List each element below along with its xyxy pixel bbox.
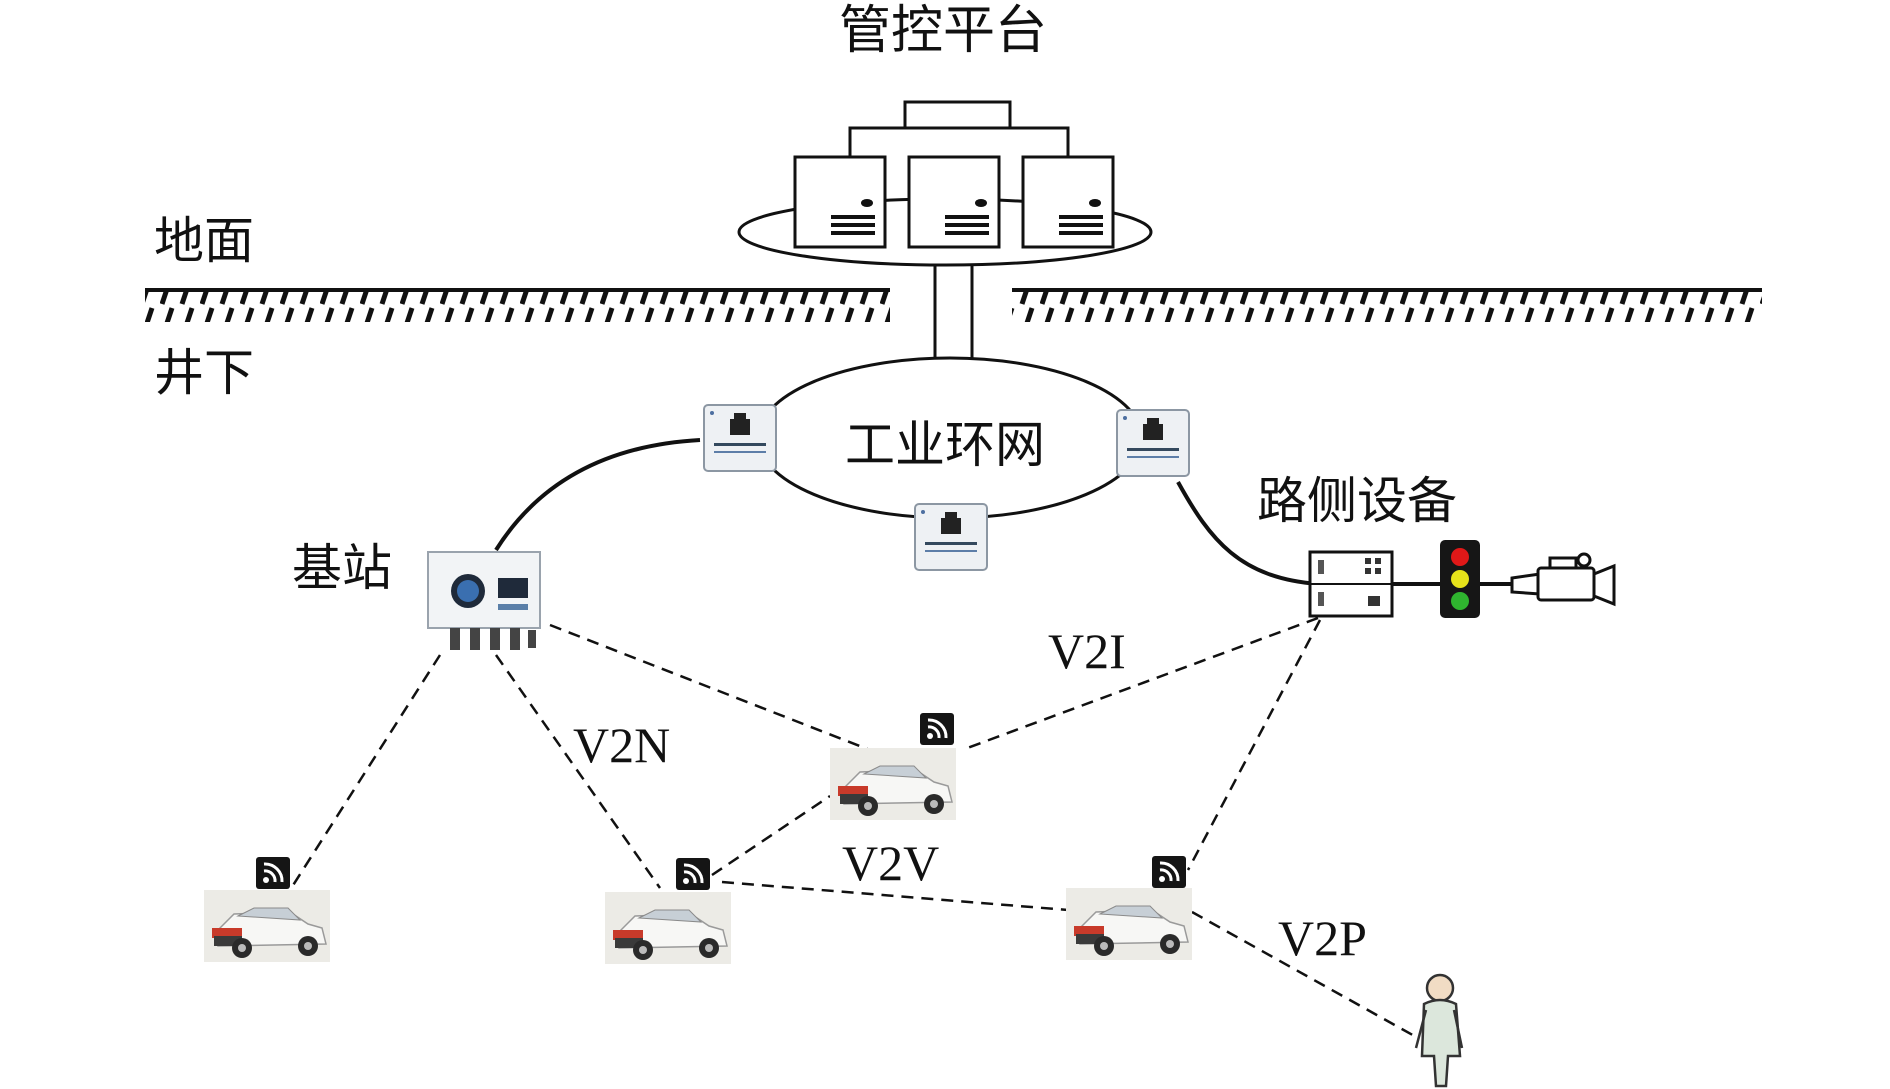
switch-icon [703, 404, 777, 472]
wifi-badge-icon [1150, 854, 1188, 890]
link-car2-car4 [721, 880, 1069, 912]
camera-icon [1510, 552, 1616, 607]
server-cluster [737, 100, 1153, 267]
car-icon [829, 747, 957, 821]
wifi-badge-icon [254, 855, 292, 891]
wifi-badge-icon [674, 856, 712, 892]
ground-line [145, 288, 1762, 322]
ring-label: 工业环网 [845, 416, 1045, 474]
link-rsu-car3 [961, 616, 1319, 752]
traffic-light-icon [1440, 540, 1480, 618]
platform-label: 管控平台 [839, 1, 1047, 61]
v2p-label: V2P [1278, 910, 1367, 966]
server-icon [1021, 155, 1115, 249]
link-bs-car3 [549, 623, 876, 754]
v2i-label: V2I [1048, 623, 1126, 679]
v2v-label: V2V [842, 835, 939, 891]
car-icon [203, 889, 331, 963]
link-car4-person [1191, 910, 1419, 1040]
roadside-cable [1176, 481, 1319, 586]
underground-label: 井下 [154, 344, 254, 402]
car-icon [604, 891, 732, 965]
server-icon [907, 155, 1001, 249]
server-icon [793, 155, 887, 249]
link-car2-car3 [711, 794, 831, 877]
roadside-label: 路侧设备 [1257, 472, 1457, 530]
car-4 [1065, 854, 1193, 961]
car-1 [203, 855, 331, 963]
link-rsu-car4 [1186, 619, 1322, 871]
v2n-label: V2N [573, 717, 670, 773]
base-station-icon [427, 551, 541, 650]
switch-icon [914, 503, 988, 571]
link-bs-car1 [288, 654, 442, 891]
link-bs-car2 [494, 654, 662, 889]
surface-label: 地面 [154, 212, 254, 270]
car-icon [1065, 887, 1193, 961]
car-3 [829, 711, 957, 821]
trunk-cable [933, 265, 974, 358]
wifi-badge-icon [918, 711, 956, 747]
wireless-links [288, 616, 1419, 1040]
switch-icon [1116, 409, 1190, 477]
base-station-label: 基站 [292, 539, 392, 597]
base-station-cable [494, 438, 701, 552]
roadside-unit-icon [1308, 550, 1394, 618]
person-icon [1414, 973, 1464, 1088]
